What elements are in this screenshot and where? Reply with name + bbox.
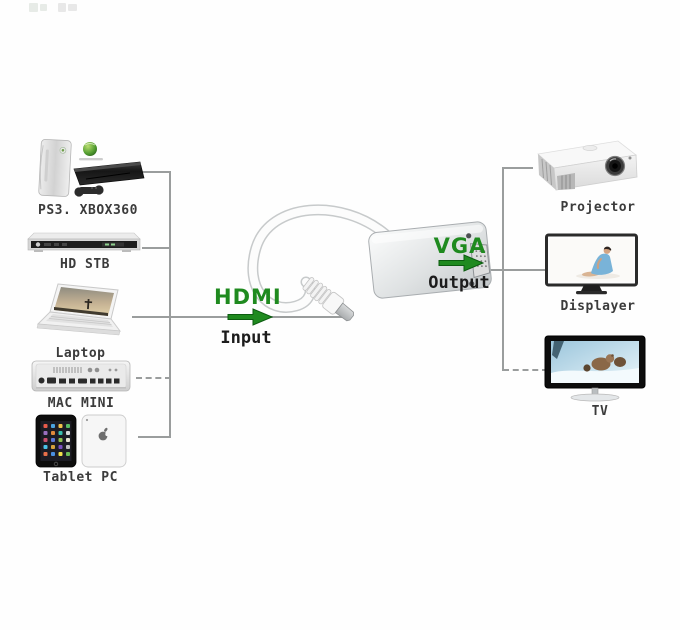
monitor-icon xyxy=(545,233,638,295)
hdmi-to-vga-adapter-image xyxy=(247,204,492,322)
label-projector: Projector xyxy=(560,200,636,215)
label-hd-stb: HD STB xyxy=(60,257,110,272)
hdmi-input-title: HDMI xyxy=(214,285,282,309)
connector-tablet-stub xyxy=(138,436,171,438)
laptop-icon xyxy=(36,283,122,336)
label-tv: TV xyxy=(591,404,609,419)
connector-macmini-stub-dashed xyxy=(136,377,171,379)
tablet-icon xyxy=(35,414,127,468)
vga-arrow-icon xyxy=(438,254,484,272)
label-ps3-xbox360: PS3. XBOX360 xyxy=(38,203,138,218)
tv-icon xyxy=(544,335,646,402)
label-displayer: Displayer xyxy=(560,299,636,314)
game-consoles-icon xyxy=(38,139,145,197)
watermark-marks xyxy=(29,3,77,12)
vga-output-subtitle: Output xyxy=(428,273,490,293)
label-tablet-pc: Tablet PC xyxy=(43,470,118,485)
projector-icon xyxy=(537,140,638,191)
hdmi-arrow-icon xyxy=(227,308,273,326)
label-laptop: Laptop xyxy=(55,346,106,361)
connector-tv-stub-dashed xyxy=(503,369,548,371)
connector-ps3-stub xyxy=(142,171,171,173)
connector-left-bracket xyxy=(169,171,171,438)
connector-stb-stub xyxy=(142,247,171,249)
hdmi-input-subtitle: Input xyxy=(220,328,272,348)
connector-projector-stub xyxy=(503,167,533,169)
connector-vga-output-line xyxy=(486,269,546,271)
mac-mini-icon xyxy=(31,360,131,392)
set-top-box-icon xyxy=(27,232,141,252)
vga-output-title: VGA xyxy=(433,234,487,258)
label-mac-mini: MAC MINI xyxy=(47,396,115,411)
